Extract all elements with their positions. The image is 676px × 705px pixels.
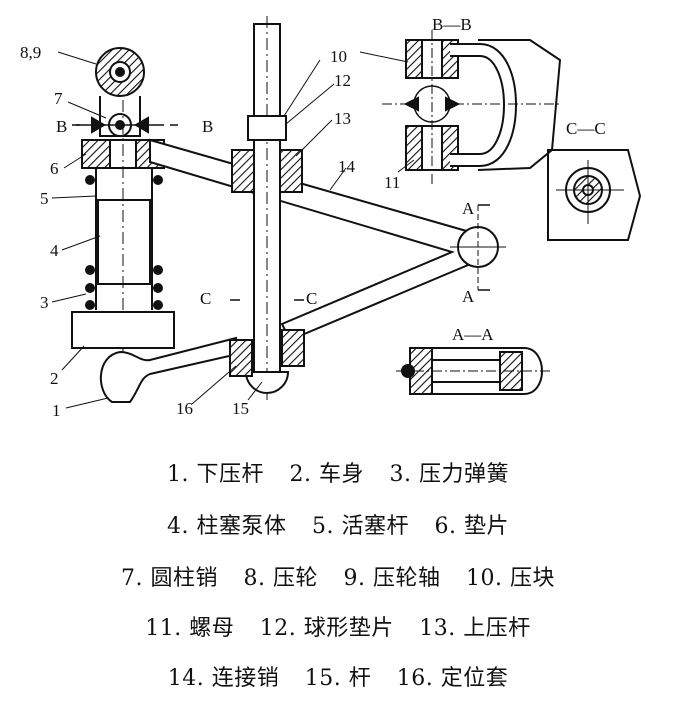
legend-item: 14. 连接销 bbox=[167, 666, 280, 691]
section-cc bbox=[547, 149, 642, 241]
part-labels: 8,9 7 6 5 4 3 2 1 10 12 13 14 11 16 15 bbox=[20, 43, 400, 420]
label-part-4: 4 bbox=[50, 241, 59, 260]
legend-item: 11. 螺母 bbox=[145, 616, 235, 641]
legend-item: 12. 球形垫片 bbox=[259, 616, 394, 641]
section-mark-a-top: A bbox=[462, 199, 475, 218]
section-bb bbox=[359, 30, 562, 185]
label-part-15: 15 bbox=[232, 399, 249, 418]
positioning-sleeve-right bbox=[281, 329, 305, 367]
pressure-spring bbox=[85, 175, 163, 310]
label-part-10: 10 bbox=[330, 47, 347, 66]
label-part-7: 7 bbox=[54, 89, 63, 108]
plunger-pump bbox=[95, 100, 153, 360]
label-part-13: 14 bbox=[338, 157, 356, 176]
nut bbox=[247, 115, 287, 141]
car-body bbox=[71, 311, 175, 349]
legend-row-5: 14. 连接销 15. 杆 16. 定位套 bbox=[0, 660, 676, 692]
section-mark-c-left: C bbox=[200, 289, 211, 308]
section-title-cc: C—C bbox=[566, 119, 606, 138]
label-part-1: 1 bbox=[52, 401, 61, 420]
label-part-3: 3 bbox=[40, 293, 49, 312]
legend-item: 3. 压力弹簧 bbox=[389, 462, 509, 487]
label-part-2: 2 bbox=[50, 369, 59, 388]
legend-item: 1. 下压杆 bbox=[167, 462, 264, 487]
legend-row-4: 11. 螺母 12. 球形垫片 13. 上压杆 bbox=[0, 610, 676, 642]
legend-row-1: 1. 下压杆 2. 车身 3. 压力弹簧 bbox=[0, 456, 676, 488]
legend-item: 5. 活塞杆 bbox=[312, 514, 409, 539]
main-assembly bbox=[51, 16, 506, 409]
legend-row-3: 7. 圆柱销 8. 压轮 9. 压轮轴 10. 压块 bbox=[0, 560, 676, 592]
label-part-14: 11 bbox=[384, 173, 400, 192]
wheel-bracket bbox=[76, 96, 164, 137]
section-mark-b-right: B bbox=[202, 117, 213, 136]
section-title-aa: A—A bbox=[452, 325, 494, 344]
legend-row-2: 4. 柱塞泵体 5. 活塞杆 6. 垫片 bbox=[0, 508, 676, 540]
legend-item: 8. 压轮 bbox=[243, 566, 318, 591]
rod bbox=[244, 16, 290, 400]
legend-item: 13. 上压杆 bbox=[419, 616, 531, 641]
section-mark-a-bottom: A bbox=[462, 287, 475, 306]
legend-item: 10. 压块 bbox=[465, 566, 555, 591]
section-mark-c-right: C bbox=[306, 289, 317, 308]
section-mark-b-left: B bbox=[56, 117, 67, 136]
leader-lines bbox=[51, 51, 347, 409]
press-wheel bbox=[95, 47, 145, 97]
label-part-11: 12 bbox=[334, 71, 351, 90]
positioning-sleeve-left bbox=[229, 339, 253, 377]
legend-item: 7. 圆柱销 bbox=[121, 566, 219, 591]
spherical-washer-left bbox=[231, 149, 255, 193]
label-part-16: 16 bbox=[176, 399, 193, 418]
lower-lever bbox=[99, 336, 240, 403]
section-labels: B B C C A A B—B C—C A—A bbox=[56, 15, 606, 344]
section-aa bbox=[396, 347, 552, 395]
legend-item: 9. 压轮轴 bbox=[343, 566, 441, 591]
label-part-5: 5 bbox=[40, 189, 49, 208]
spherical-washer-right bbox=[279, 149, 303, 193]
label-part-12: 13 bbox=[334, 109, 351, 128]
legend-item: 2. 车身 bbox=[289, 462, 364, 487]
legend-item: 6. 垫片 bbox=[434, 514, 509, 539]
label-part-8-9: 8,9 bbox=[20, 43, 41, 62]
legend-item: 4. 柱塞泵体 bbox=[167, 514, 287, 539]
section-title-bb: B—B bbox=[432, 15, 472, 34]
legend-item: 16. 定位套 bbox=[396, 666, 509, 691]
legend-item: 15. 杆 bbox=[304, 666, 372, 691]
label-part-6: 6 bbox=[50, 159, 59, 178]
